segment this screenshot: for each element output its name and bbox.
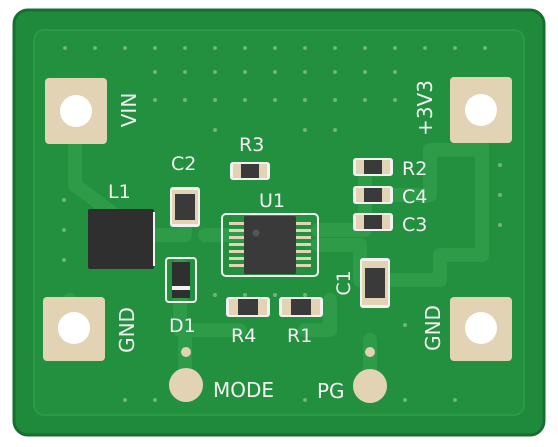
label-u1: U1	[259, 190, 285, 212]
label-r4: R4	[231, 325, 256, 347]
ic-u1	[221, 213, 319, 277]
label-gnd-right: GND	[421, 305, 445, 351]
pad-mode[interactable]	[169, 347, 203, 402]
pad-3v3[interactable]	[450, 77, 512, 143]
diode-d1	[165, 257, 197, 303]
label-gnd-left: GND	[115, 307, 139, 353]
label-c4: C4	[402, 186, 427, 208]
label-r2: R2	[402, 158, 427, 180]
label-r1: R1	[287, 325, 312, 347]
resistor-r1	[279, 297, 323, 317]
label-mode: MODE	[213, 378, 274, 402]
label-3v3: +3V3	[413, 80, 437, 136]
inductor-l1	[88, 209, 155, 269]
pad-gnd-right[interactable]	[450, 297, 512, 361]
capacitor-c2	[170, 187, 200, 227]
capacitor-c4	[353, 186, 393, 204]
label-l1: L1	[108, 181, 131, 203]
resistor-r4	[226, 297, 270, 317]
pad-vin[interactable]	[45, 78, 107, 144]
label-d1: D1	[169, 315, 196, 337]
label-r3: R3	[239, 134, 264, 156]
label-c1: C1	[333, 270, 355, 295]
resistor-r2	[353, 158, 393, 176]
pad-pg[interactable]	[353, 347, 387, 403]
capacitor-c1	[360, 258, 390, 308]
label-c3: C3	[402, 214, 427, 236]
resistor-r3	[230, 162, 270, 180]
label-c2: C2	[171, 153, 196, 175]
label-pg: PG	[317, 379, 345, 403]
capacitor-c3	[353, 213, 393, 231]
label-vin: VIN	[117, 93, 141, 128]
vias	[62, 46, 502, 402]
pad-gnd-left[interactable]	[43, 297, 105, 361]
